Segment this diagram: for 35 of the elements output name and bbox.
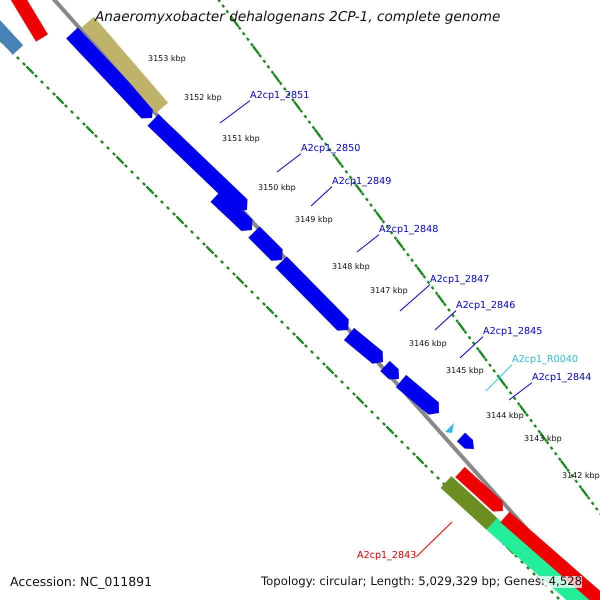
scale-label: 3147 kbp	[370, 287, 408, 295]
gene-label: A2cp1_2846	[456, 301, 516, 311]
leader-line	[460, 336, 484, 358]
leader-line	[310, 186, 332, 206]
leader-line	[400, 284, 430, 312]
scale-label: 3144 kbp	[486, 412, 524, 420]
gene-label: A2cp1_2849	[332, 177, 392, 187]
scale-label: 3149 kbp	[295, 216, 333, 224]
gene-label: A2cp1_2850	[301, 144, 360, 154]
gene-label: A2cp1_2847	[430, 275, 490, 285]
gene-label: A2cp1_2848	[379, 225, 438, 235]
gene-label: A2cp1_R0040	[512, 355, 578, 365]
leader-line	[220, 100, 250, 124]
leader-line	[356, 234, 380, 252]
scale-label: 3152 kbp	[184, 94, 222, 102]
scale-label: 3150 kbp	[258, 184, 296, 192]
scale-label: 3148 kbp	[332, 263, 370, 271]
leader-line	[434, 310, 456, 330]
scale-label: 3145 kbp	[446, 367, 484, 375]
gene-label: A2cp1_2844	[532, 373, 592, 383]
scale-label: 3153 kbp	[148, 55, 186, 63]
scale-label: 3151 kbp	[222, 135, 260, 143]
genome-info-text: Topology: circular; Length: 5,029,329 bp; Genes: 4,528	[261, 576, 582, 588]
leader-line	[416, 522, 452, 558]
leader-line	[508, 382, 532, 400]
scale-label: 3146 kbp	[409, 340, 447, 348]
accession-text: Accession: NC_011891	[10, 576, 152, 588]
scale-label: 3143 kbp	[524, 435, 562, 443]
gene-label: A2cp1_2845	[483, 327, 542, 337]
leader-line	[276, 153, 302, 172]
gene-label: A2cp1_2851	[250, 91, 310, 101]
scale-label: 3142 kbp	[562, 472, 600, 480]
gene-label: A2cp1_2843	[357, 551, 416, 561]
title: Anaeromyxobacter dehalogenans 2CP-1, complete genome	[95, 11, 500, 25]
leader-line	[486, 364, 512, 392]
